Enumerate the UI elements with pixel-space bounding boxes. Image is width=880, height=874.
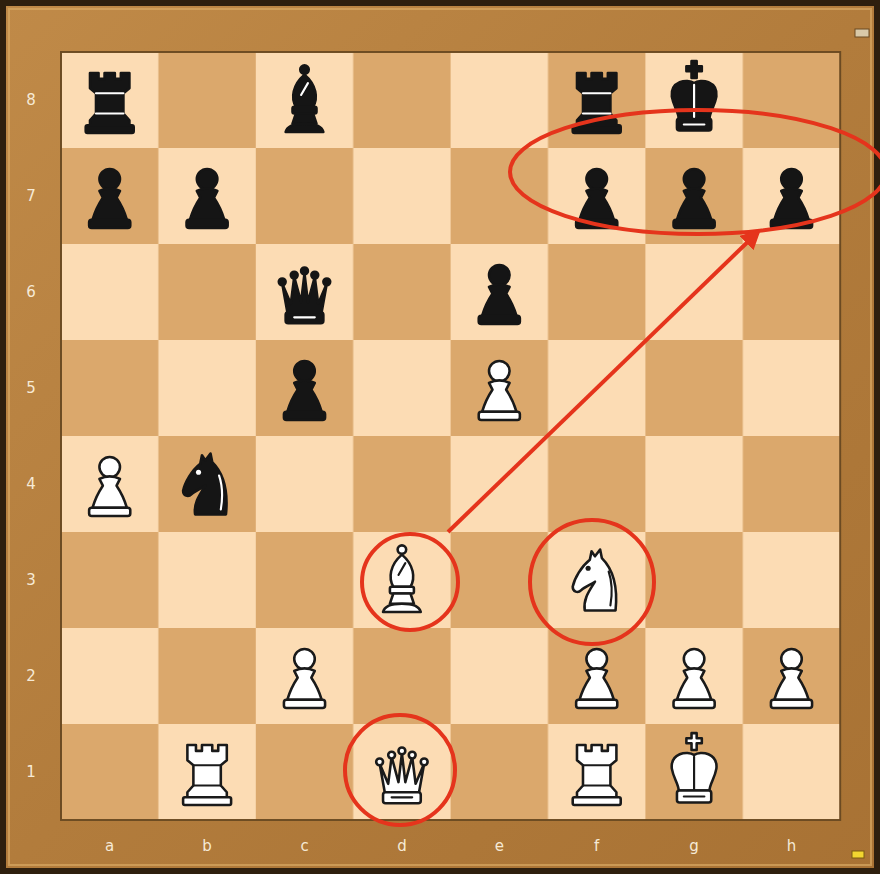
white-pieces bbox=[89, 361, 812, 805]
black-knight bbox=[183, 454, 226, 515]
frame-bevel bbox=[9, 9, 871, 865]
black-king bbox=[672, 61, 717, 130]
corner-indicator bbox=[852, 851, 864, 858]
rank-label: 5 bbox=[26, 381, 36, 396]
highlight-ellipse bbox=[510, 110, 880, 234]
attack-arrow bbox=[448, 232, 758, 532]
white-pawn bbox=[284, 649, 325, 708]
highlight-circle bbox=[530, 520, 654, 644]
black-queen bbox=[279, 268, 330, 324]
checkerboard bbox=[61, 52, 840, 820]
rank-label: 2 bbox=[26, 669, 36, 684]
corner-button bbox=[855, 29, 869, 37]
black-pawn bbox=[284, 361, 325, 420]
black-bishop bbox=[286, 65, 324, 132]
file-label: c bbox=[300, 839, 308, 854]
white-pawn bbox=[479, 361, 520, 420]
rank-label: 3 bbox=[26, 573, 36, 588]
white-bishop bbox=[383, 545, 421, 612]
white-queen bbox=[376, 748, 427, 804]
file-label: f bbox=[594, 839, 599, 854]
highlight-circle bbox=[362, 534, 458, 630]
black-pawn bbox=[479, 265, 520, 324]
black-rook bbox=[86, 73, 134, 133]
rank-label: 8 bbox=[26, 93, 36, 108]
file-label: a bbox=[105, 839, 114, 854]
file-label: d bbox=[397, 839, 407, 854]
white-king bbox=[672, 733, 717, 802]
white-rook bbox=[573, 745, 621, 805]
black-pawn bbox=[89, 169, 130, 228]
white-rook bbox=[183, 745, 231, 805]
black-pawn bbox=[674, 169, 715, 228]
black-pawn bbox=[187, 169, 228, 228]
file-label: b bbox=[202, 839, 212, 854]
rank-label: 7 bbox=[26, 189, 36, 204]
white-pawn bbox=[674, 649, 715, 708]
white-pawn bbox=[89, 457, 130, 516]
file-label: e bbox=[495, 839, 504, 854]
white-knight bbox=[573, 550, 616, 611]
rank-label: 1 bbox=[26, 765, 36, 780]
file-label: h bbox=[787, 839, 797, 854]
frame-border bbox=[3, 3, 877, 871]
board-squares bbox=[61, 52, 840, 820]
file-label: g bbox=[689, 839, 699, 854]
white-pawn bbox=[576, 649, 617, 708]
white-pawn bbox=[771, 649, 812, 708]
annotations bbox=[345, 110, 880, 825]
black-pawn bbox=[771, 169, 812, 228]
highlight-circle bbox=[345, 715, 455, 825]
rank-label: 6 bbox=[26, 285, 36, 300]
rank-label: 4 bbox=[26, 477, 36, 492]
